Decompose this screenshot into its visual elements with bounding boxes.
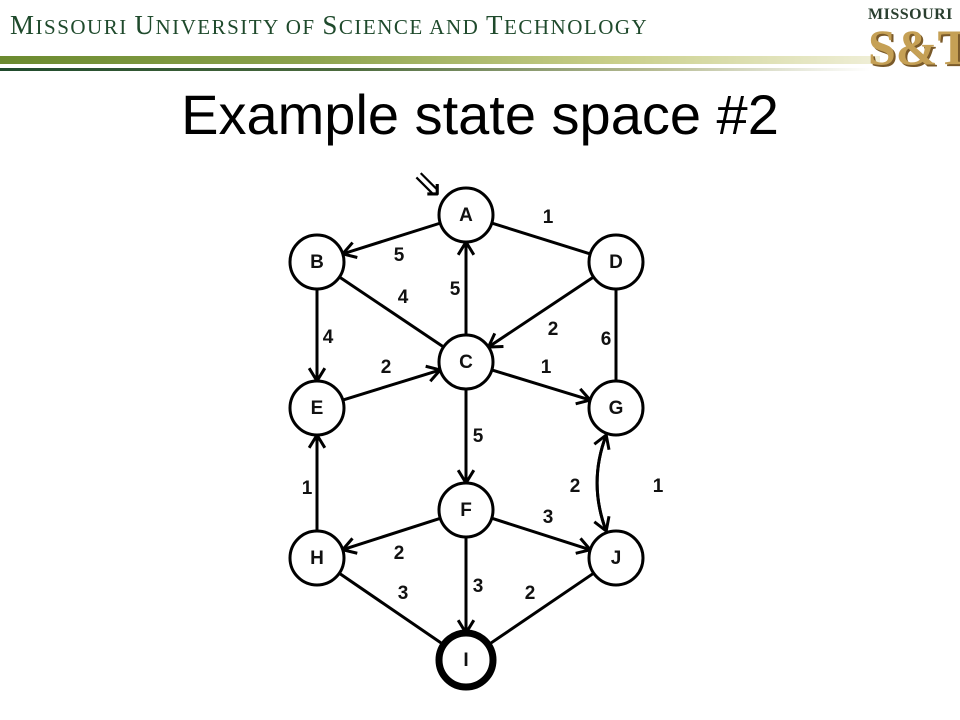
node-j-circle	[587, 529, 645, 587]
node-a-label: A	[459, 205, 473, 226]
logo-main-text: S&T	[868, 19, 960, 75]
node-g-circle	[587, 379, 645, 437]
edge-j-i	[487, 571, 595, 647]
univ-word-3: SCIENCE AND	[322, 10, 487, 40]
edge-g-j-arrowhead	[593, 515, 611, 534]
node-b-circle	[288, 233, 346, 291]
node-g-label: G	[609, 398, 624, 419]
edge-c-g-weight: 1	[541, 357, 552, 378]
node-h-circle	[288, 529, 346, 587]
node-h: H	[288, 529, 346, 587]
edge-j-g-weight: 2	[570, 476, 581, 497]
start-arrow-icon: ⇘	[412, 162, 444, 206]
node-i: I	[435, 629, 497, 691]
node-j-label: J	[611, 548, 622, 569]
node-e-circle	[288, 379, 346, 437]
edge-b-e-weight: 4	[323, 327, 334, 348]
header-gradient-bar	[0, 56, 880, 64]
node-g: G	[587, 379, 645, 437]
node-f: F	[437, 481, 495, 539]
node-h-label: H	[310, 548, 324, 569]
edge-d-c-weight: 2	[548, 319, 559, 340]
edge-g-j	[595, 434, 608, 532]
university-logo: MISSOURI S&T	[862, 6, 960, 80]
edge-d-c	[487, 275, 595, 349]
edge-f-h-weight: 2	[394, 543, 405, 564]
edge-f-h	[342, 516, 441, 552]
node-i-label: I	[463, 650, 468, 671]
edge-e-c	[342, 368, 441, 402]
edge-d-g-weight: 6	[601, 329, 612, 350]
edge-f-j-weight: 3	[543, 507, 554, 528]
edge-h-i-weight: 3	[398, 583, 409, 604]
univ-word-1: MISSOURI	[10, 10, 135, 40]
node-e: E	[288, 379, 346, 437]
edge-c-a-weight: 5	[450, 279, 461, 300]
node-b: B	[288, 233, 346, 291]
node-c-label: C	[459, 352, 473, 373]
edge-b-c-weight: 4	[398, 287, 409, 308]
node-f-circle	[437, 481, 495, 539]
edge-f-j	[491, 516, 591, 552]
node-e-label: E	[311, 398, 324, 419]
header-divider-line	[0, 68, 870, 71]
edge-e-c-weight: 2	[381, 357, 392, 378]
edge-h-e-weight: 1	[302, 478, 313, 499]
edge-a-d	[491, 221, 591, 256]
edge-a-b	[342, 221, 441, 256]
node-b-label: B	[310, 252, 324, 273]
node-i-circle	[435, 629, 497, 691]
edge-f-i-weight: 3	[473, 576, 484, 597]
univ-word-4: TECHNOLOGY	[486, 10, 649, 40]
nodes-layer: A B D C E G F H J I	[288, 186, 645, 691]
edge-a-b-weight: 5	[394, 245, 405, 266]
node-c: C	[437, 333, 495, 391]
univ-word-2: UNIVERSITY OF	[134, 10, 323, 40]
edge-g-j-weight: 1	[653, 476, 664, 497]
logo-top-text: MISSOURI	[868, 6, 953, 23]
edge-h-i	[338, 572, 445, 646]
node-d-circle	[587, 233, 645, 291]
edge-a-d-weight: 1	[543, 207, 554, 228]
edge-c-f-weight: 5	[473, 426, 484, 447]
node-c-circle	[437, 333, 495, 391]
university-name: MISSOURI UNIVERSITY OF SCIENCE AND TECHN…	[10, 10, 648, 41]
edge-c-g	[491, 368, 591, 402]
node-a-circle	[437, 186, 495, 244]
edge-j-i-weight: 2	[525, 583, 536, 604]
node-f-label: F	[460, 500, 472, 521]
edge-b-c	[338, 275, 445, 349]
node-j: J	[587, 529, 645, 587]
node-d-label: D	[609, 252, 623, 273]
node-a: A	[437, 186, 495, 244]
node-d: D	[587, 233, 645, 291]
slide-title: Example state space #2	[181, 83, 779, 146]
